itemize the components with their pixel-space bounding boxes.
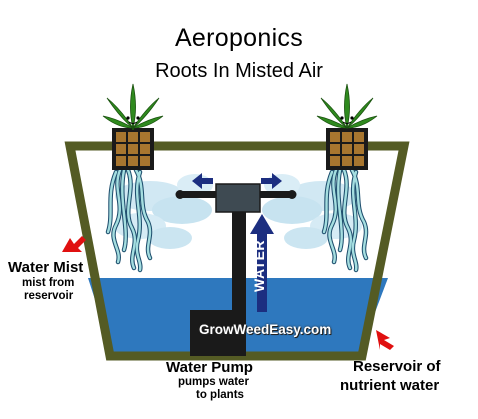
- diagram-subtitle: Roots In Misted Air: [155, 60, 323, 82]
- diagram-title: Aeroponics: [174, 24, 304, 52]
- mist-spray-icon: [114, 174, 213, 249]
- net-pot-icon: [112, 128, 154, 170]
- label-water-mist-sub-2: reservoir: [24, 290, 74, 302]
- red-arrow-icon: [62, 236, 86, 252]
- arrow-right-icon: [261, 173, 282, 189]
- container-frame: [64, 141, 410, 361]
- label-water-mist: Water Mist: [8, 259, 84, 276]
- net-pot-icon: [326, 128, 368, 170]
- manifold: [215, 183, 261, 213]
- cannabis-leaf-icon: [102, 83, 164, 130]
- roots-right-fill: [322, 168, 368, 272]
- arrow-left-icon: [192, 173, 213, 189]
- label-water-arrow: WATER: [251, 239, 267, 292]
- label-reservoir-1: Reservoir of: [353, 358, 441, 375]
- label-water-pump-sub-2: to plants: [196, 389, 244, 401]
- brand-watermark: GrowWeedEasy.com: [199, 322, 332, 337]
- nozzle-right: [287, 190, 297, 199]
- label-water-mist-sub-1: mist from: [22, 277, 75, 289]
- label-water-pump: Water Pump: [166, 359, 253, 376]
- nozzle-left: [175, 190, 185, 199]
- label-water-pump-sub-1: pumps water: [178, 376, 249, 388]
- red-arrow-icon: [376, 330, 394, 350]
- roots-left-fill: [106, 168, 152, 272]
- pipe-vertical: [232, 212, 246, 312]
- water-pump-body: [190, 310, 246, 356]
- label-reservoir-2: nutrient water: [340, 377, 440, 394]
- water-up-arrow-icon: [250, 214, 274, 312]
- cannabis-leaf-icon: [316, 83, 378, 129]
